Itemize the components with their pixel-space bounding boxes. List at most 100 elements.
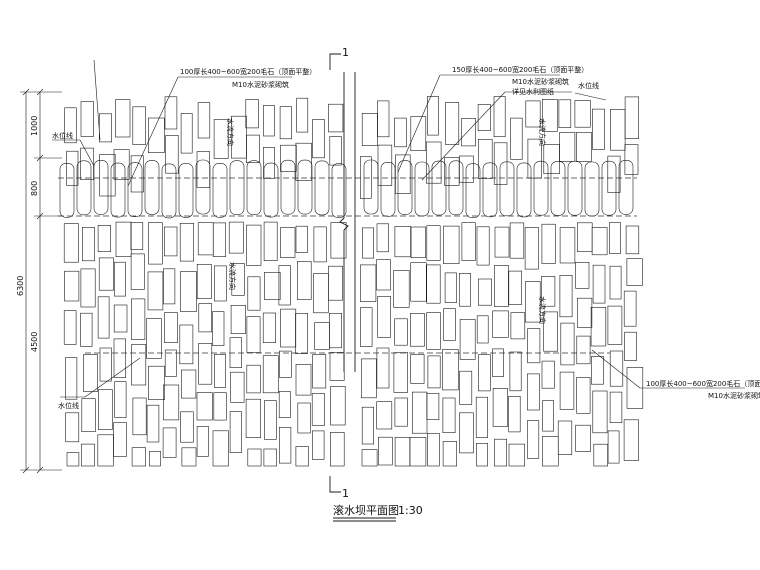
- stone: [431, 160, 447, 216]
- stone: [361, 358, 377, 399]
- note-left-water-line-bottom: 水位线: [58, 401, 79, 410]
- stone: [425, 141, 442, 184]
- stone: [377, 144, 393, 186]
- stone: [229, 160, 245, 215]
- stone: [180, 113, 193, 154]
- dim-4500: 4500: [30, 332, 39, 352]
- stone: [144, 160, 160, 215]
- stone: [246, 316, 261, 353]
- stone: [380, 162, 396, 217]
- stone: [550, 161, 566, 216]
- stone: [313, 226, 327, 263]
- stone: [410, 226, 426, 259]
- flow-direction-3: 水流方向: [538, 118, 547, 146]
- stone: [361, 406, 375, 445]
- stone: [295, 225, 308, 253]
- stone: [526, 373, 540, 411]
- stone: [465, 163, 481, 218]
- stone: [97, 296, 110, 339]
- stone: [359, 264, 377, 302]
- stone: [146, 404, 160, 443]
- stone: [557, 420, 573, 455]
- stone: [99, 154, 116, 197]
- stone-field-left: [63, 96, 347, 467]
- stone: [592, 390, 608, 434]
- stone: [445, 102, 460, 145]
- stone: [245, 398, 261, 439]
- stone: [278, 265, 291, 306]
- stone: [246, 134, 260, 164]
- stone: [559, 132, 576, 162]
- stone: [76, 160, 92, 216]
- stone: [626, 258, 643, 286]
- flow-direction-4: 水流方向: [538, 296, 547, 324]
- stone: [247, 276, 261, 311]
- stone: [263, 162, 279, 218]
- stone: [212, 163, 228, 218]
- stone: [607, 430, 620, 464]
- stone: [478, 354, 491, 392]
- stone: [360, 307, 373, 347]
- stone: [461, 118, 476, 147]
- stone: [624, 331, 637, 361]
- stone: [80, 312, 93, 347]
- stone: [130, 155, 144, 193]
- stone: [443, 225, 460, 265]
- stone: [329, 352, 345, 381]
- stone: [328, 103, 344, 133]
- stone: [295, 364, 312, 396]
- stone: [426, 264, 441, 304]
- stone: [510, 312, 526, 340]
- stone: [331, 163, 347, 218]
- stone: [601, 160, 617, 216]
- stone: [163, 268, 176, 305]
- stone: [410, 116, 427, 151]
- stone: [63, 310, 77, 345]
- stone: [99, 113, 113, 143]
- stone: [132, 397, 147, 436]
- stone: [98, 257, 114, 291]
- stone: [492, 348, 504, 377]
- stone: [576, 335, 591, 365]
- stone: [593, 443, 608, 467]
- stone: [610, 109, 626, 151]
- stone: [426, 312, 441, 350]
- stone: [442, 441, 458, 467]
- stone: [295, 312, 308, 354]
- stone: [132, 106, 146, 145]
- stone: [231, 263, 245, 296]
- stone: [228, 221, 244, 254]
- stone: [279, 350, 292, 378]
- stone: [525, 100, 541, 128]
- stone: [66, 452, 80, 467]
- stone: [313, 273, 329, 314]
- stone: [196, 426, 209, 457]
- stone: [527, 328, 541, 364]
- stone: [113, 149, 130, 180]
- stone: [476, 315, 489, 344]
- stone: [393, 270, 410, 308]
- stone: [161, 163, 177, 219]
- stone: [477, 139, 493, 179]
- stone: [262, 312, 277, 344]
- stone: [230, 304, 246, 334]
- drawing-title-name: 滚水坝平面图: [333, 503, 399, 517]
- stone: [494, 265, 509, 307]
- stone: [115, 221, 132, 258]
- stone: [427, 355, 441, 389]
- stone: [476, 442, 488, 467]
- stone: [312, 354, 327, 389]
- stone: [410, 354, 425, 384]
- stone: [542, 400, 554, 432]
- stone: [461, 222, 476, 261]
- stone: [59, 163, 75, 218]
- stone: [65, 412, 80, 443]
- stone: [477, 104, 491, 132]
- section-mark-bottom-label: 1: [342, 487, 349, 500]
- stone: [559, 227, 576, 264]
- stone: [459, 370, 473, 405]
- stone: [576, 132, 592, 162]
- stone: [213, 392, 227, 421]
- stone: [296, 97, 309, 133]
- note-top-right-3: 详见水利图纸: [512, 87, 554, 96]
